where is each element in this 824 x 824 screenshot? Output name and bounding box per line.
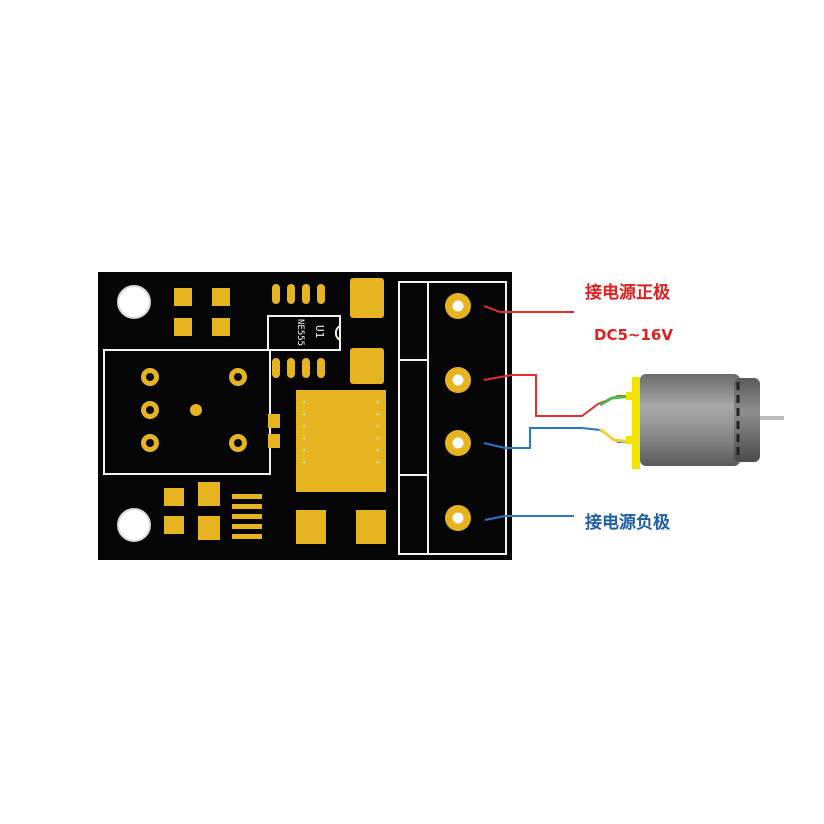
u1-part-text: NE555 bbox=[295, 319, 305, 346]
motor-body bbox=[640, 374, 740, 466]
mounting-hole-top bbox=[117, 285, 151, 319]
pcb-board: U1 NE555 bbox=[98, 272, 512, 560]
motor-shaft bbox=[760, 416, 784, 420]
voltage-label: DC5~16V bbox=[594, 326, 673, 344]
mosfet-dots bbox=[302, 400, 380, 464]
u1-ref-text: U1 bbox=[313, 325, 326, 338]
positive-terminal-label: 接电源正极 bbox=[585, 283, 670, 303]
wires bbox=[483, 305, 634, 521]
wire-positive bbox=[483, 305, 574, 313]
dc-motor bbox=[626, 374, 784, 469]
mounting-hole-bottom bbox=[117, 508, 151, 542]
motor-lead-green bbox=[599, 394, 633, 407]
negative-terminal-label: 接电源负极 bbox=[585, 513, 670, 533]
terminal-block-outline bbox=[398, 281, 507, 555]
smd-pads bbox=[164, 278, 386, 544]
wire-negative bbox=[484, 515, 574, 521]
pot-pads bbox=[141, 368, 247, 452]
motor-end-plate bbox=[632, 377, 640, 469]
terminal-pads bbox=[445, 293, 471, 531]
u1-outline bbox=[267, 315, 341, 351]
motor-end-cap bbox=[734, 378, 760, 462]
u1-silkscreen: U1 NE555 bbox=[295, 319, 326, 346]
silkscreen-lines bbox=[103, 281, 507, 555]
